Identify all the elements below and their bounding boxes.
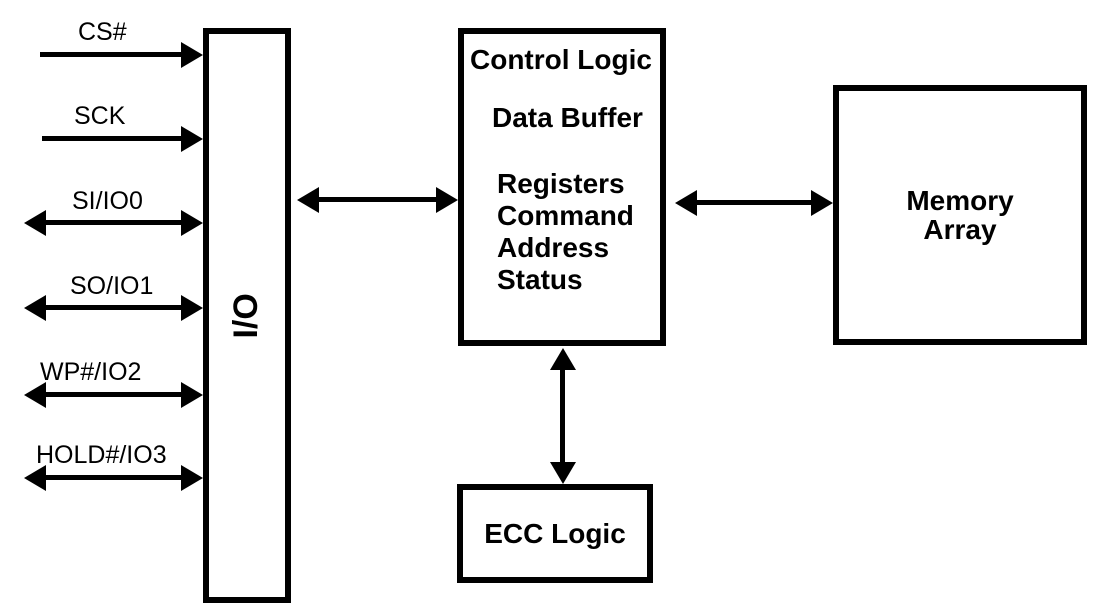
control-logic-text-group: Control Logic Data Buffer Registers Comm… (462, 44, 672, 296)
arrow-head-right-so-io1 (181, 295, 203, 321)
arrow-head-right-io-control (436, 187, 458, 213)
arrow-head-left-hold-io3 (24, 465, 46, 491)
control-logic-line-data-buffer: Data Buffer (492, 102, 643, 133)
connection-control-to-ecc-shaft (560, 368, 565, 464)
signal-wp-io2-shaft (44, 392, 183, 397)
arrow-head-right-hold-io3 (181, 465, 203, 491)
ecc-logic-label: ECC Logic (484, 517, 626, 549)
arrow-head-right-si-io0 (181, 210, 203, 236)
connection-io-to-control-shaft (317, 197, 438, 202)
arrow-head-up-control-ecc (550, 348, 576, 370)
memory-array-block[interactable] (833, 85, 1087, 345)
arrow-head-left-wp-io2 (24, 382, 46, 408)
memory-array-label-line1: Memory (906, 184, 1014, 216)
arrow-head-right-sck (181, 126, 203, 152)
arrow-head-left-si-io0 (24, 210, 46, 236)
arrow-head-right-wp-io2 (181, 382, 203, 408)
control-logic-line-command: Command (497, 200, 634, 231)
signal-label-cs: CS# (78, 18, 127, 46)
signal-cs-shaft (40, 52, 181, 57)
signal-label-wp-io2: WP#/IO2 (40, 358, 142, 386)
connection-control-to-memory-shaft (695, 200, 813, 205)
arrow-head-left-so-io1 (24, 295, 46, 321)
ecc-logic-label-wrapper: ECC Logic (457, 484, 653, 583)
io-block-label: I/O (227, 292, 266, 339)
arrow-head-down-control-ecc (550, 462, 576, 484)
control-logic-line-registers: Registers (497, 168, 625, 199)
signal-label-hold-io3: HOLD#/IO3 (36, 441, 167, 469)
arrow-head-left-io-control (297, 187, 319, 213)
control-logic-line-title: Control Logic (470, 44, 652, 75)
arrow-head-left-control-memory (675, 190, 697, 216)
control-logic-line-status: Status (497, 264, 583, 295)
signal-sck-shaft (42, 136, 181, 141)
control-logic-block[interactable] (458, 28, 666, 346)
signal-label-so-io1: SO/IO1 (70, 272, 154, 300)
arrow-head-right-cs (181, 42, 203, 68)
arrow-head-right-control-memory (811, 190, 833, 216)
signal-so-io1-shaft (44, 305, 183, 310)
control-logic-line-address: Address (497, 232, 610, 263)
ecc-logic-block[interactable] (457, 484, 653, 583)
signal-si-io0-shaft (44, 220, 183, 225)
memory-array-label-line2: Array (923, 214, 997, 245)
io-block[interactable] (203, 28, 291, 603)
signal-hold-io3-shaft (44, 475, 183, 480)
io-block-label-wrapper: I/O (203, 28, 291, 603)
memory-array-label-wrapper: Memory Array (833, 85, 1087, 345)
signal-label-si-io0: SI/IO0 (72, 187, 143, 215)
signal-label-sck: SCK (74, 102, 126, 130)
